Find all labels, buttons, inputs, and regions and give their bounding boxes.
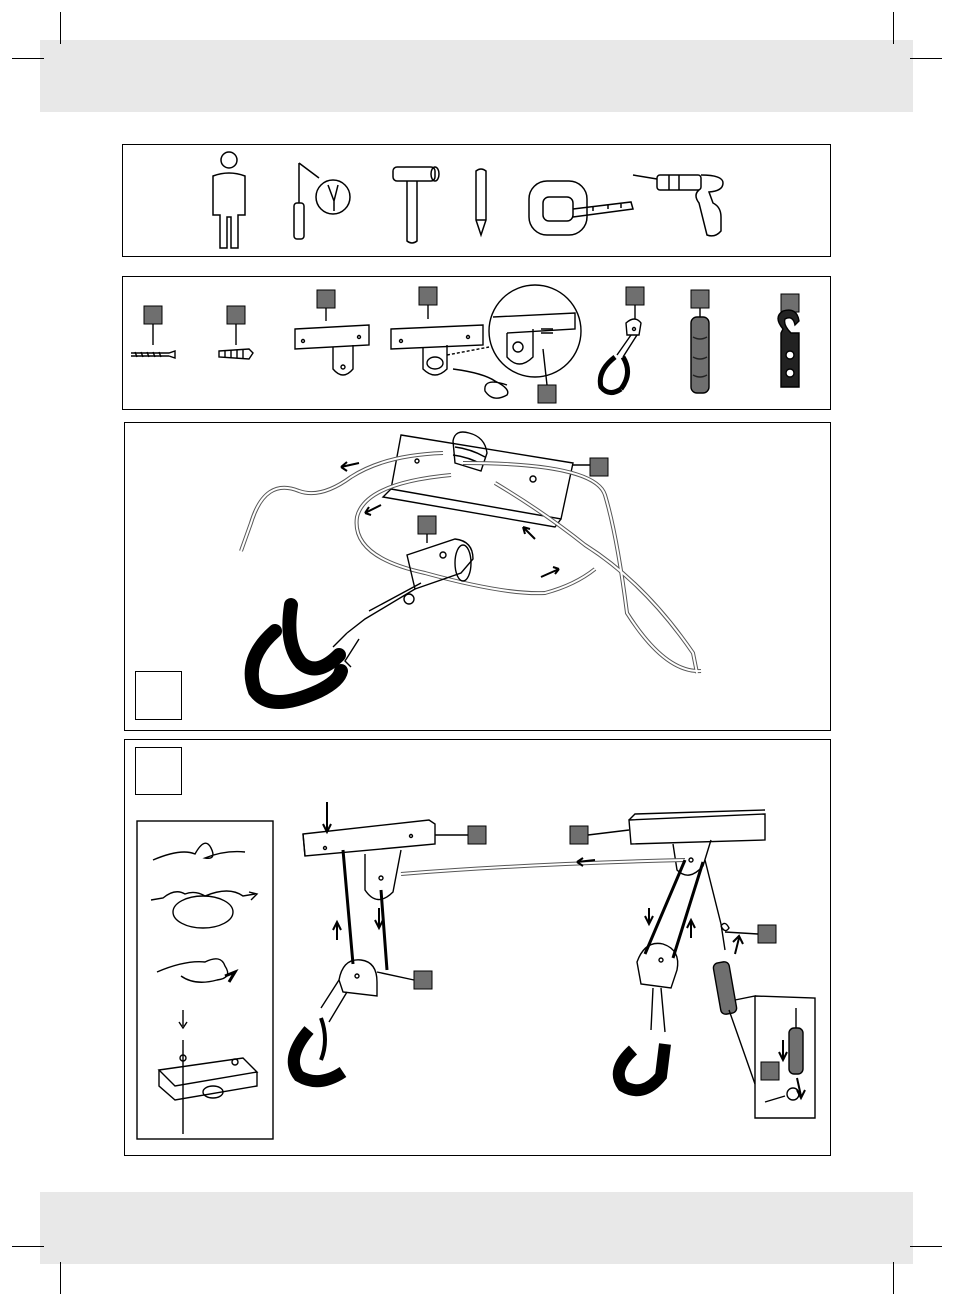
crop-mark [910,58,942,59]
footer-band [40,1192,913,1264]
tools-panel [122,144,831,257]
tape-measure-icon [529,181,633,235]
part-label-bracket [317,290,335,308]
cleat-detail-inset [735,996,815,1118]
crop-mark [60,1262,61,1294]
crop-mark [12,1246,44,1247]
right-bracket [629,810,765,875]
part-label-rope [538,385,556,403]
part-label-plug [227,306,245,324]
pulley-bracket-part [391,325,508,398]
direction-arrows [341,462,559,577]
fixed-bracket-part [295,325,369,375]
part-label-pulley-bracket [419,287,437,305]
crop-mark [893,1262,894,1294]
part-label-hook [626,287,644,305]
left-pulley-assembly [294,850,387,1081]
part-label-sleeve [691,290,709,308]
figure-2-panel [124,739,831,1156]
screw-part [131,351,175,358]
person-icon [213,152,245,248]
fig2-label-left-hook [414,971,432,989]
pencil-icon [476,169,486,235]
hammer-icon [393,167,439,243]
cleat-part [778,310,799,387]
fig2-label-right-bracket [570,826,588,844]
fig1-label-hook [418,516,436,534]
crop-mark [12,58,44,59]
crop-mark [910,1246,942,1247]
parts-panel [122,276,831,410]
right-pulley-assembly [619,860,755,1090]
step-box-1 [135,671,182,720]
left-bracket [303,802,435,900]
fig2-label-left-bracket [468,826,486,844]
crop-mark [893,12,894,44]
hook-part [600,319,641,393]
detail-circle [489,285,581,377]
part-label-cleat [781,294,799,312]
fig1-label-bracket [590,458,608,476]
rubber-hook [252,605,341,702]
grip-sleeve-part [691,317,709,393]
fig2-label-sleeve [761,1062,779,1080]
screwdriver-icon [294,163,350,239]
rope [401,858,685,874]
figure-1-panel [124,422,831,731]
knot-inset [137,821,273,1139]
wall-plug-part [219,349,253,359]
crop-mark [60,12,61,44]
fig2-label-cleat [758,925,776,943]
hook-pulley [347,539,473,633]
drill-icon [633,175,723,236]
part-label-screw [144,306,162,324]
header-band [40,40,913,112]
